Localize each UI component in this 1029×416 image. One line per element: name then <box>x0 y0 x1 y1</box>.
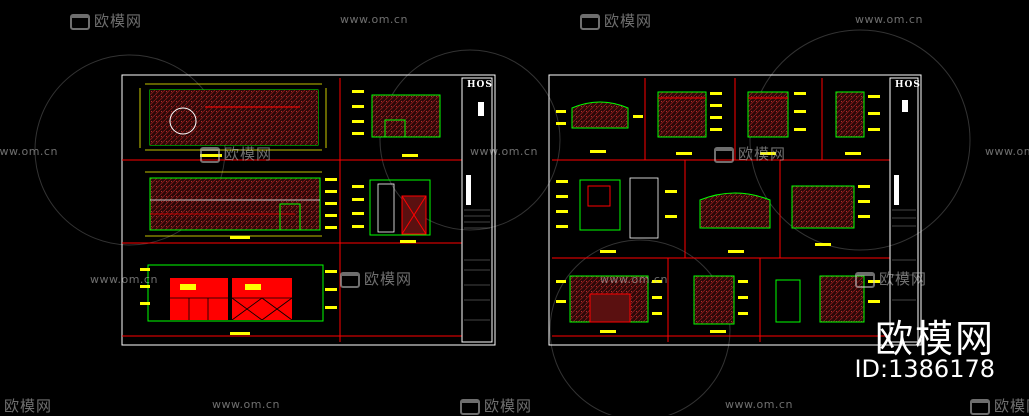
sheet-1-titleblock-logo: HOS <box>467 80 493 90</box>
watermark-logo: 欧模网 <box>200 143 272 164</box>
sheet-2-frame <box>548 74 922 346</box>
watermark-url: www.om.cn <box>725 398 793 411</box>
sofa-icon <box>714 146 734 163</box>
sheet-1-door-elevation <box>352 179 431 243</box>
sheet-1-cabinet-elevation <box>140 264 337 335</box>
watermark-logo: 欧模网 <box>580 10 652 31</box>
sofa-icon <box>70 13 90 30</box>
sheet-2-titleblock-logo: HOS <box>895 80 921 90</box>
watermark-logo: 欧模网 <box>460 395 532 416</box>
sofa-icon <box>855 271 875 288</box>
sheet-1-titleblock <box>461 77 493 343</box>
brand-id: ID:1386178 <box>854 355 995 383</box>
sheet-2-titleblock <box>889 77 919 343</box>
watermark-url: www.om.cn <box>600 273 668 286</box>
watermark-url: www.om.cn <box>985 145 1029 158</box>
sheet-2 <box>548 74 922 346</box>
sofa-icon <box>460 398 480 415</box>
sheet-2-row-1-drawings <box>556 91 880 155</box>
watermark-logo: 欧模网 <box>70 10 142 31</box>
watermark-url: www.om.cn <box>855 13 923 26</box>
sofa-icon <box>580 13 600 30</box>
sheet-1-plan-drawing <box>139 83 327 157</box>
sofa-icon <box>200 146 220 163</box>
sheet-1-frame <box>121 74 496 346</box>
watermark-url: www.om.cn <box>212 398 280 411</box>
watermark-url: www.om.cn <box>0 145 58 158</box>
sheet-2-row-3-drawings <box>556 275 880 333</box>
sheet-2-dividers <box>552 78 890 342</box>
watermark-logo: 欧模网 <box>714 143 786 164</box>
watermark-logo: 欧模网 <box>340 268 412 289</box>
watermark-url: www.om.cn <box>340 13 408 26</box>
sofa-icon <box>340 271 360 288</box>
watermark-url: www.om.cn <box>470 145 538 158</box>
sofa-icon <box>970 398 990 415</box>
sheet-1 <box>121 74 496 346</box>
sheet-2-row-2-drawings <box>556 177 870 253</box>
watermark-logo: 欧模网 <box>970 395 1029 416</box>
sheet-1-elevation-b <box>145 171 337 239</box>
watermark-logo: 欧模网 <box>4 397 53 415</box>
sheet-1-elevation-a <box>352 90 441 157</box>
sheet-1-dividers <box>122 78 462 342</box>
watermark-logo: 欧模网 <box>855 268 927 289</box>
watermark-url: www.om.cn <box>90 273 158 286</box>
brand-name: 欧模网 <box>874 317 995 361</box>
